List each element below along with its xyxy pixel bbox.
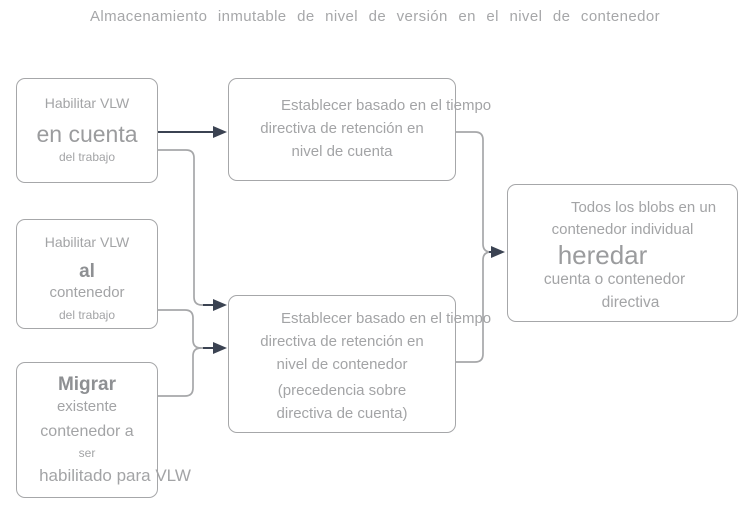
connector-line <box>158 347 202 397</box>
box-line: heredar <box>557 240 648 270</box>
box-line: contenedor individual <box>551 221 694 238</box>
box-line: (precedencia sobre <box>277 382 407 399</box>
box-line: directiva de cuenta) <box>276 405 408 422</box>
box-line: contenedor a <box>40 423 134 440</box>
box-line: directiva de retención en <box>260 333 424 350</box>
box-line: cuenta o contenedor <box>543 271 686 288</box>
connector-line <box>158 309 205 349</box>
box-line: ser <box>78 446 96 460</box>
box-container-retention-policy: Establecer basado en el tiempo directiva… <box>228 295 491 433</box>
arrowhead-icon <box>213 299 227 311</box>
box-line: Migrar <box>57 374 117 395</box>
box-inherit-policy: Todos los blobs en un contenedor individ… <box>507 184 738 322</box>
box-line: nivel de contenedor <box>276 356 408 373</box>
box-line: Todos los blobs en un <box>570 199 717 216</box>
box-migrate-container: Migrar existente contenedor a ser habili… <box>16 362 191 498</box>
connector-line <box>158 149 205 306</box>
connector-line <box>456 251 492 363</box>
arrowhead-icon <box>491 246 505 258</box>
box-line: contenedor <box>49 284 125 301</box>
page-title: Almacenamiento inmutable de nivel de ver… <box>90 8 660 25</box>
arrowhead-icon <box>213 342 227 354</box>
box-line: en cuenta <box>36 121 138 147</box>
box-line: directiva de retención en <box>260 120 424 137</box>
box-enable-vlw-container: Habilitar VLW al contenedor del trabajo <box>16 219 158 329</box>
box-line: Establecer basado en el tiempo <box>281 97 492 114</box>
box-line: al <box>79 261 95 282</box>
box-line: Habilitar VLW <box>44 95 130 111</box>
box-line: del trabajo <box>58 150 116 164</box>
box-line: Establecer basado en el tiempo <box>281 310 492 327</box>
box-enable-vlw-account: Habilitar VLW en cuenta del trabajo <box>16 78 158 183</box>
arrowhead-icon <box>213 126 227 138</box>
box-line: nivel de cuenta <box>291 143 393 160</box>
box-line: existente <box>56 398 118 415</box>
box-account-retention-policy: Establecer basado en el tiempo directiva… <box>228 78 491 181</box>
box-line: directiva <box>601 294 660 311</box>
box-line: Habilitar VLW <box>44 234 130 250</box>
box-line: del trabajo <box>58 308 116 322</box>
connector-line <box>456 131 492 253</box>
box-line: habilitado para VLW <box>39 466 191 485</box>
